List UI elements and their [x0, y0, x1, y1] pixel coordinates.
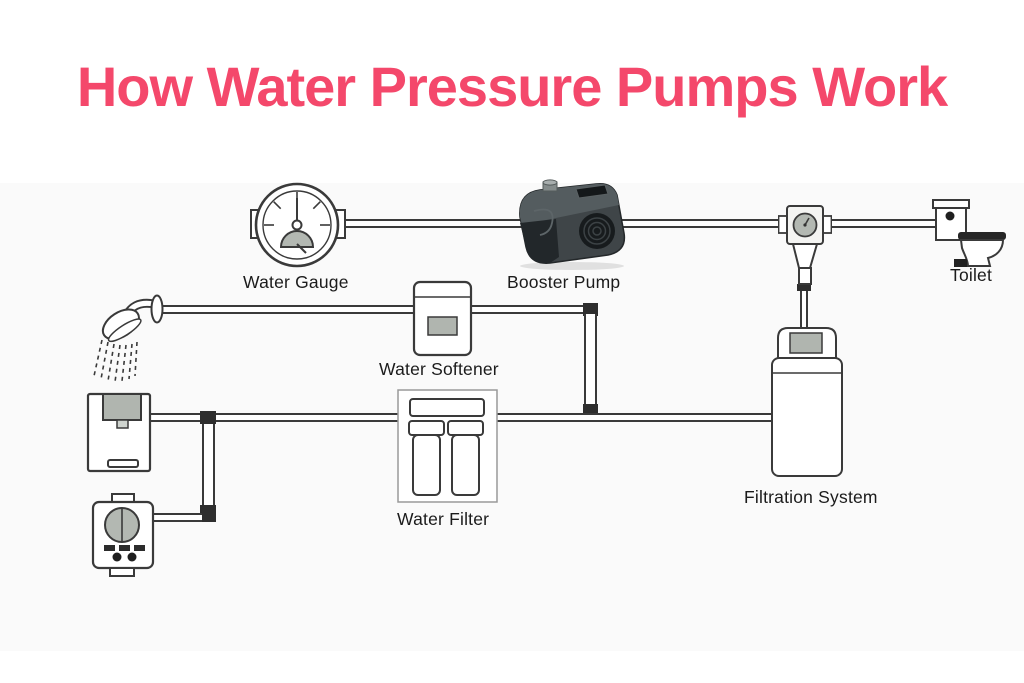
- filtration-tank-icon: [771, 327, 843, 477]
- dispenser-panel: [102, 393, 142, 421]
- label-water-gauge: Water Gauge: [243, 272, 349, 292]
- filter-header: [409, 398, 485, 417]
- label-water-filter: Water Filter: [397, 509, 490, 529]
- filter-cartridge-left: [412, 434, 441, 496]
- pump-front-tank: [520, 219, 559, 264]
- label-booster-pump: Booster Pump: [507, 272, 621, 292]
- label-water-softener: Water Softener: [379, 359, 499, 379]
- valve-cone: [791, 243, 819, 269]
- flush-button: [945, 211, 955, 221]
- water-gauge-icon: [250, 182, 346, 268]
- tank-display: [789, 332, 823, 354]
- toilet-icon: [932, 199, 1006, 267]
- water-spray: [93, 339, 138, 383]
- booster-pump-icon: [519, 179, 626, 270]
- label-toilet: Toilet: [950, 265, 993, 285]
- page-title: How Water Pressure Pumps Work: [76, 55, 948, 118]
- water-filter-icon: [397, 389, 498, 503]
- toilet-tank-lid: [932, 199, 970, 209]
- softener-display: [427, 316, 458, 336]
- pipe-corner-joint: [583, 303, 598, 316]
- main-pipe-top: [340, 219, 945, 228]
- shower-face: [107, 318, 142, 343]
- label-filtration-system: Filtration System: [744, 487, 878, 507]
- pump-display: [575, 184, 609, 199]
- control-unit-pipe: [150, 513, 202, 522]
- valve-pipe-connector: [797, 284, 811, 291]
- water-dispenser-icon: [86, 392, 152, 473]
- filter-cartridge-right: [451, 434, 480, 496]
- pipe-corner-joint-left: [200, 505, 216, 522]
- control-unit-icon: [91, 493, 155, 577]
- shower-head-icon: [93, 294, 164, 383]
- toilet-bowl: [959, 239, 1005, 267]
- drip-tray: [107, 459, 139, 468]
- dispenser-drop-pipe: [202, 424, 215, 507]
- sub-gauge: [279, 230, 315, 248]
- pressure-valve-icon: [778, 205, 832, 285]
- softener-drop-pipe: [584, 314, 597, 406]
- pipe-flange: [150, 294, 164, 324]
- toilet-foot: [954, 259, 967, 267]
- pipe-tee-joint-left: [200, 411, 216, 424]
- filtration-feed-pipe: [800, 291, 808, 331]
- dispenser-spout: [116, 419, 129, 429]
- tank-body: [771, 357, 843, 477]
- shower-softener-pipe: [158, 305, 597, 314]
- water-softener-icon: [412, 280, 473, 357]
- toilet-seat: [958, 232, 1006, 240]
